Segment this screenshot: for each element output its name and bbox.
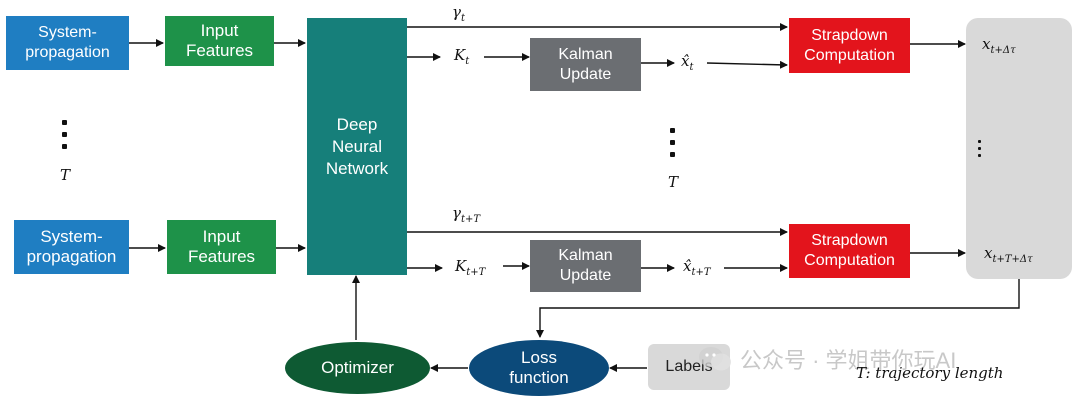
xhat-t-label: x̂t [681, 52, 694, 73]
input-features-top-box: Input Features [165, 16, 274, 66]
t-mid-label: T [668, 173, 679, 191]
loss-function-node: Loss function [469, 340, 609, 396]
strapdown-bot-box: Strapdown Computation [789, 224, 910, 278]
gamma-tT-label: γt+T [452, 204, 481, 225]
k-t-label: Kt [454, 46, 470, 67]
strapdown-top-box: Strapdown Computation [789, 18, 910, 73]
arrow-xhat-strap-top [706, 60, 788, 69]
optimizer-node: Optimizer [285, 342, 430, 394]
xhat-tT-label: x̂t+T [683, 257, 711, 278]
kalman-top-box: Kalman Update [530, 38, 641, 91]
output-vdots [978, 140, 984, 164]
left-vdots [62, 120, 68, 156]
trajectory-length-note: T: trajectory length [856, 364, 1004, 382]
sysprop-top-box: System- propagation [6, 16, 129, 70]
x-out-top-label: xt+Δτ [982, 35, 1016, 56]
chat-bubble-icon [698, 345, 732, 373]
kalman-bot-box: Kalman Update [530, 240, 641, 292]
k-tT-label: Kt+T [455, 257, 486, 278]
gamma-t-label: γt [452, 3, 465, 24]
input-features-bot-box: Input Features [167, 220, 276, 274]
x-out-bot-label: xt+T+Δτ [984, 244, 1033, 265]
watermark-text: 公众号 · 学姐带你玩AI [740, 348, 957, 373]
output-panel [966, 18, 1072, 279]
dnn-box: Deep Neural Network [307, 18, 407, 275]
mid-vdots [670, 128, 676, 164]
t-left-label: T [60, 166, 71, 184]
sysprop-bot-box: System- propagation [14, 220, 129, 274]
watermark: 公众号 · 学姐带你玩AI [698, 343, 956, 375]
arrow-output-loss [536, 279, 1020, 338]
